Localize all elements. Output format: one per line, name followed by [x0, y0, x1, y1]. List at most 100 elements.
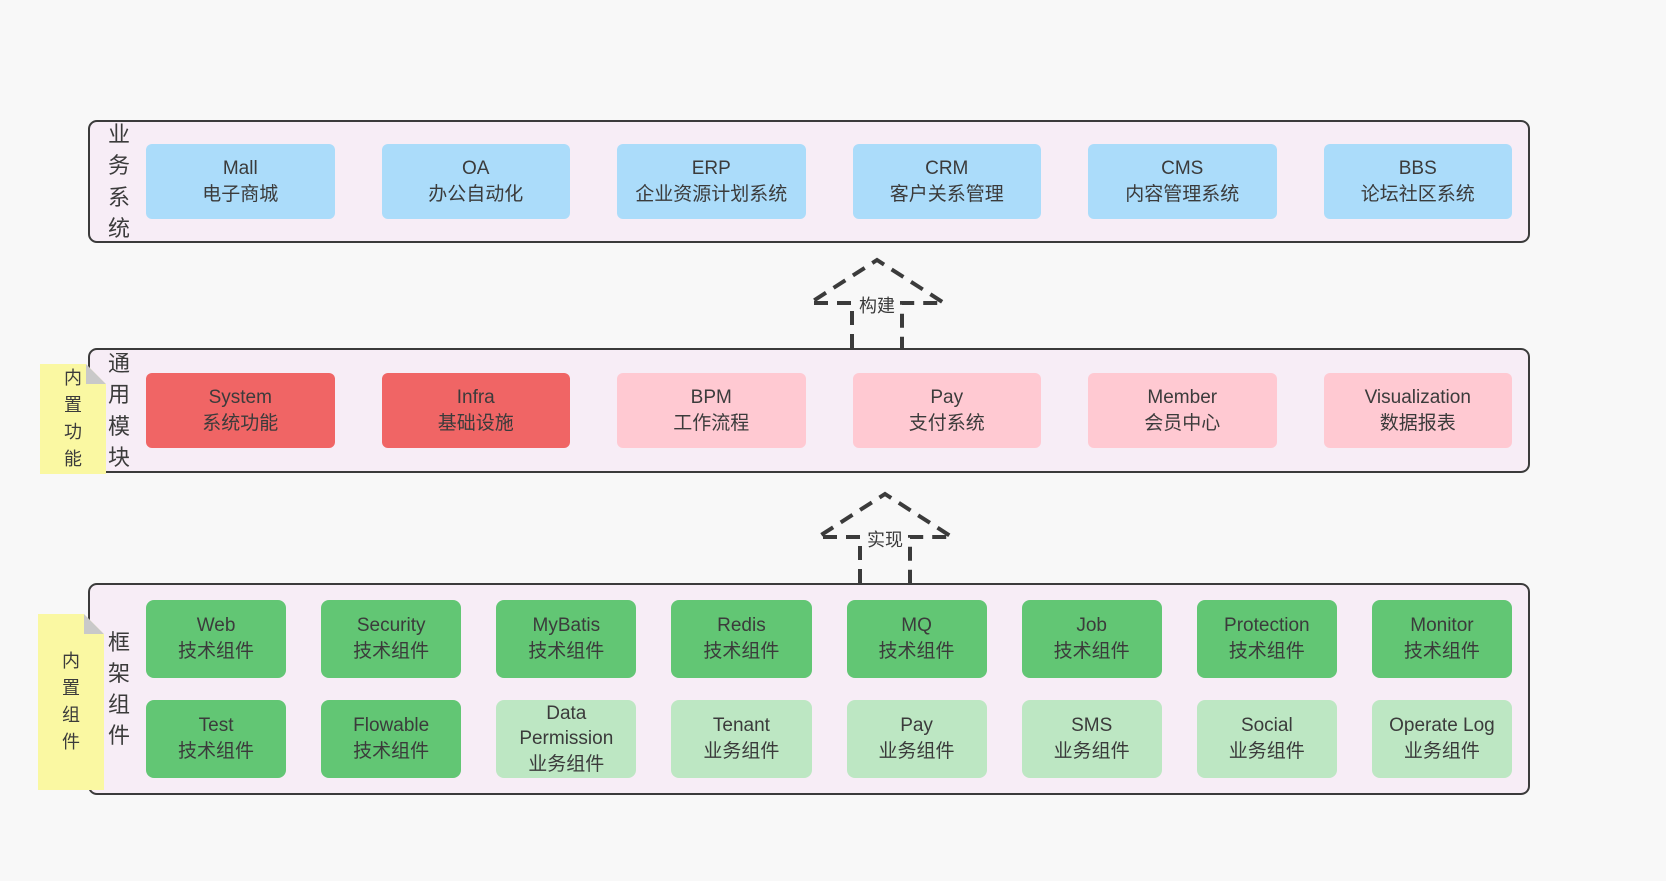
box-title: Pay	[900, 715, 933, 737]
box-cms: CMS 内容管理系统	[1088, 144, 1277, 219]
box-title: Visualization	[1364, 386, 1471, 408]
box-monitor: Monitor 技术组件	[1371, 600, 1512, 678]
box-subtitle: 业务组件	[528, 753, 605, 775]
box-subtitle: 业务组件	[1228, 741, 1305, 762]
box-subtitle: 电子商城	[202, 183, 279, 205]
box-subtitle: 技术组件	[528, 641, 605, 662]
box-subtitle: 数据报表	[1379, 412, 1456, 434]
box-subtitle: 工作流程	[673, 412, 750, 434]
box-infra: Infra 基础设施	[381, 373, 570, 448]
box-title: Web	[196, 615, 236, 637]
box-member: Member 会员中心	[1088, 373, 1277, 448]
box-subtitle: 会员中心	[1144, 412, 1221, 434]
box-title: BBS	[1398, 157, 1437, 179]
box-subtitle: 办公自动化	[428, 183, 524, 205]
box-title: OA	[462, 157, 490, 179]
box-title: Mall	[222, 157, 258, 179]
framework-components-row-2: Test 技术组件 Flowable 技术组件 Data Permission …	[146, 700, 1512, 778]
arrow-implement-label: 实现	[864, 526, 906, 552]
box-mall: Mall 电子商城	[146, 144, 335, 219]
box-subtitle: 企业资源计划系统	[635, 183, 788, 205]
box-title: Monitor	[1410, 615, 1474, 637]
sticky-note-text: 内置功能	[64, 368, 82, 469]
arrow-implement: 实现	[810, 490, 960, 583]
box-pay-component: Pay 业务组件	[846, 700, 987, 778]
box-title: Job	[1076, 615, 1107, 637]
box-subtitle: 业务组件	[1403, 741, 1480, 762]
band-business-systems: 业务系统 Mall 电子商城 OA 办公自动化 ERP 企业资源计划系统 CRM…	[88, 120, 1530, 243]
box-sms: SMS 业务组件	[1021, 700, 1162, 778]
box-pay-system: Pay 支付系统	[852, 373, 1041, 448]
box-title: ERP	[691, 157, 731, 179]
box-title: Protection	[1224, 615, 1310, 637]
box-title: Operate Log	[1389, 715, 1495, 737]
box-subtitle: 内容管理系统	[1125, 183, 1240, 205]
framework-components-row-1: Web 技术组件 Security 技术组件 MyBatis 技术组件 Redi…	[146, 600, 1512, 678]
box-title: BPM	[690, 386, 732, 408]
box-subtitle: 技术组件	[178, 641, 255, 662]
band-label-business-systems: 业务系统	[107, 122, 130, 241]
box-title: Test	[198, 715, 234, 737]
arrow-build-label: 构建	[856, 292, 898, 318]
box-subtitle: 客户关系管理	[889, 183, 1004, 205]
box-title: Pay	[930, 386, 964, 408]
arrow-build: 构建	[802, 256, 952, 348]
box-title: CMS	[1161, 157, 1204, 179]
box-erp: ERP 企业资源计划系统	[617, 144, 806, 219]
framework-components-rows: Web 技术组件 Security 技术组件 MyBatis 技术组件 Redi…	[146, 600, 1512, 778]
sticky-note-builtin-features: 内置功能	[40, 364, 106, 474]
box-operate-log: Operate Log 业务组件	[1371, 700, 1512, 778]
band-common-modules: 通用模块 System 系统功能 Infra 基础设施 BPM 工作流程 Pay…	[88, 348, 1530, 473]
box-title: Tenant	[712, 715, 770, 737]
box-title: MQ	[901, 615, 932, 637]
box-title: Security	[356, 615, 426, 637]
box-subtitle: 技术组件	[353, 741, 430, 762]
box-subtitle: 基础设施	[437, 412, 514, 434]
box-subtitle: 业务组件	[703, 741, 780, 762]
box-crm: CRM 客户关系管理	[852, 144, 1041, 219]
box-social: Social 业务组件	[1196, 700, 1337, 778]
dashed-up-arrow-icon	[803, 257, 951, 348]
box-title: SMS	[1071, 715, 1113, 737]
box-test: Test 技术组件	[146, 700, 287, 778]
box-title: Flowable	[353, 715, 430, 737]
box-job: Job 技术组件	[1021, 600, 1162, 678]
sticky-note-text: 内置组件	[62, 651, 80, 752]
business-systems-boxes: Mall 电子商城 OA 办公自动化 ERP 企业资源计划系统 CRM 客户关系…	[146, 122, 1512, 241]
box-web: Web 技术组件	[146, 600, 287, 678]
sticky-note-builtin-components: 内置组件	[38, 614, 104, 790]
box-subtitle: 技术组件	[703, 641, 780, 662]
box-title: Redis	[717, 615, 766, 637]
box-tenant: Tenant 业务组件	[671, 700, 812, 778]
box-subtitle: 技术组件	[1228, 641, 1305, 662]
box-data-permission: Data Permission 业务组件	[496, 700, 637, 778]
box-oa: OA 办公自动化	[381, 144, 570, 219]
box-redis: Redis 技术组件	[671, 600, 812, 678]
box-bpm: BPM 工作流程	[617, 373, 806, 448]
box-subtitle: 系统功能	[202, 412, 279, 434]
box-title: Data Permission	[519, 702, 614, 750]
dashed-up-arrow-icon	[811, 491, 959, 583]
box-security: Security 技术组件	[321, 600, 462, 678]
common-modules-boxes: System 系统功能 Infra 基础设施 BPM 工作流程 Pay 支付系统…	[146, 350, 1512, 471]
box-bbs: BBS 论坛社区系统	[1323, 144, 1512, 219]
box-subtitle: 技术组件	[178, 741, 255, 762]
box-title: Infra	[456, 386, 495, 408]
box-subtitle: 技术组件	[878, 641, 955, 662]
band-framework-components: 框架组件 Web 技术组件 Security 技术组件 MyBatis 技术组件…	[88, 583, 1530, 795]
box-title: Social	[1240, 715, 1293, 737]
band-label-common-modules: 通用模块	[107, 351, 130, 470]
box-subtitle: 技术组件	[1053, 641, 1130, 662]
box-flowable: Flowable 技术组件	[321, 700, 462, 778]
box-subtitle: 论坛社区系统	[1360, 183, 1475, 205]
box-subtitle: 支付系统	[908, 412, 985, 434]
box-title: MyBatis	[532, 615, 601, 637]
band-label-framework-components: 框架组件	[107, 629, 130, 749]
box-system: System 系统功能	[146, 373, 335, 448]
box-title: System	[208, 386, 272, 408]
box-protection: Protection 技术组件	[1196, 600, 1337, 678]
box-subtitle: 技术组件	[1403, 641, 1480, 662]
box-subtitle: 业务组件	[1053, 741, 1130, 762]
box-title: CRM	[925, 157, 969, 179]
